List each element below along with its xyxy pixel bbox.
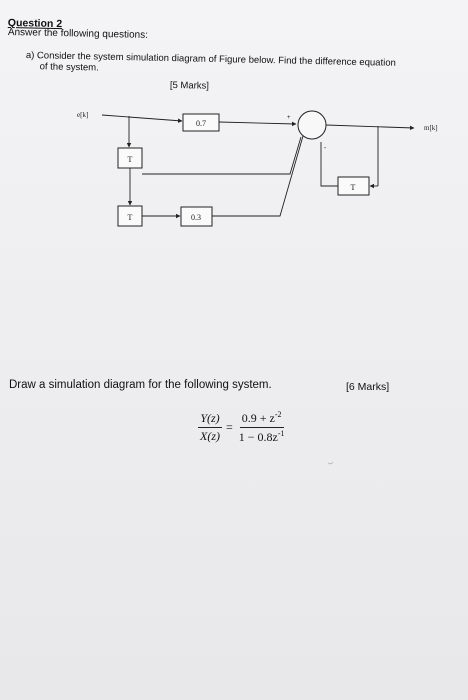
rhs-denominator-base: 1 − 0.8z: [238, 430, 278, 444]
rhs-denominator: 1 − 0.8z-1: [237, 428, 287, 445]
summer-sign-minus: -: [324, 145, 327, 152]
stray-mark: [327, 461, 334, 465]
summer-sign-top: +: [287, 115, 291, 121]
rhs-numerator-exponent: -2: [274, 410, 282, 419]
lhs-numerator: Y(z): [198, 411, 222, 428]
delay-label-1: T: [128, 155, 133, 164]
delay-1-to-summer: [142, 136, 302, 175]
input-label: e[k]: [77, 111, 88, 119]
gain-block-0.7: [182, 113, 220, 132]
lhs-denominator: X(z): [200, 429, 220, 443]
delay-label-2: T: [128, 213, 133, 222]
gain-bottom-to-summer: [212, 135, 304, 217]
rhs-denominator-exponent: -1: [277, 429, 285, 438]
feedback-delay-label: T: [351, 183, 356, 192]
input-line: [101, 114, 183, 123]
gain-top-to-summer: [218, 121, 297, 127]
part-b-marks: [6 Marks]: [346, 381, 390, 393]
lhs-fraction: Y(z) X(z): [198, 411, 222, 444]
gain-block-0.3: [180, 206, 213, 227]
feedback-return-line: [320, 142, 338, 187]
output-label: m[k]: [424, 124, 438, 132]
rhs-numerator: 0.9 + z-2: [239, 410, 284, 428]
gain-label-0.7: 0.7: [196, 119, 206, 128]
transfer-function: Y(z) X(z) = 0.9 + z-2 1 − 0.8z-1: [198, 410, 287, 445]
part-b-text: Draw a simulation diagram for the follow…: [9, 379, 272, 391]
equals-sign: =: [226, 420, 233, 434]
rhs-fraction: 0.9 + z-2 1 − 0.8z-1: [237, 410, 287, 445]
gain-label-0.3: 0.3: [191, 213, 201, 222]
output-line: [325, 124, 415, 131]
rhs-numerator-base: 0.9 + z: [241, 411, 275, 425]
summing-junction: [297, 110, 327, 140]
